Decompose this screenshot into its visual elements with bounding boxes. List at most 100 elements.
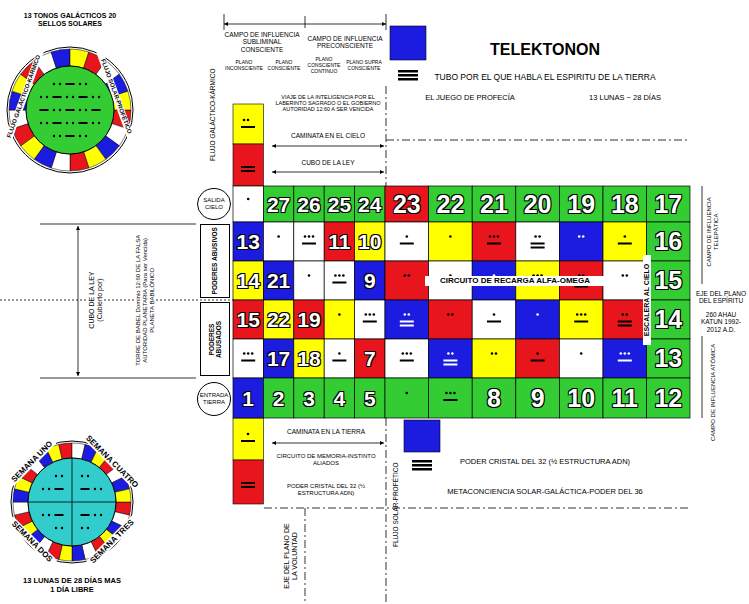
glyph-bar xyxy=(618,321,632,323)
day-number: 16 xyxy=(647,229,690,254)
axis-line xyxy=(386,418,387,604)
glyph-bar xyxy=(66,135,75,137)
day-number: 1 xyxy=(233,388,263,409)
grid-cell xyxy=(324,222,354,261)
annotation-label: CAMPO DE INFLUENCIA PRECONSCIENTE xyxy=(304,35,386,50)
glyph-dot xyxy=(404,313,407,316)
glyph-dot xyxy=(53,135,55,137)
wheel-segment xyxy=(70,152,89,171)
power-box: PODERES ABUSIVOS xyxy=(200,224,230,298)
day-number: 23 xyxy=(385,192,429,217)
grid-cell xyxy=(324,186,354,222)
day-number: 17 xyxy=(647,192,690,217)
glyph-bar xyxy=(531,247,545,249)
glyph-dot xyxy=(247,119,250,122)
glyph-dot xyxy=(66,122,68,124)
glyph-dot xyxy=(312,235,315,238)
grid-cell xyxy=(233,339,263,378)
day-number: 26 xyxy=(294,194,324,215)
annotation-label: CUBO DE LA LEY (Cubierto por) xyxy=(88,255,104,345)
glyph-dot xyxy=(451,352,454,355)
glyph-dot xyxy=(94,514,96,516)
grid-cell xyxy=(472,378,516,418)
glyph-dot xyxy=(338,352,341,355)
wheel-segment xyxy=(115,489,131,502)
annotation-label: CAMINATA EN LA TIERRA xyxy=(272,428,380,435)
annotation-label: ESCALERA AL CIELO xyxy=(643,255,651,345)
dimension-line xyxy=(272,146,384,147)
glyph-dot xyxy=(404,274,407,277)
glyph-dot xyxy=(624,235,627,238)
annotation-label: PLANO CONSCIENTE CONTINUO xyxy=(304,57,344,74)
grid-cell xyxy=(233,222,263,261)
glyph-bar xyxy=(241,482,255,484)
bracket-line xyxy=(40,224,196,225)
node-text: PODERES ABUSIVOS xyxy=(211,227,218,295)
glyph-dot xyxy=(408,313,411,316)
annotation-label: CIRCUITO DE MEMORIA-INSTINTO ALIADOS xyxy=(272,453,380,467)
node-text: PODERES ABUSADOS xyxy=(208,305,223,373)
day-number: 10 xyxy=(559,386,603,411)
annotation-label: PLANO INCONSCIENTE xyxy=(224,60,264,72)
gate-oval: ENTRADA TIERRA xyxy=(197,382,231,416)
annotation-label: FLUJO SOLAR-PROFÉTICO xyxy=(392,455,399,555)
grid-cell xyxy=(647,378,690,418)
glyph-bar xyxy=(79,96,88,98)
glyph-bar xyxy=(53,122,62,124)
annotation-label: PLANO CONSCIENTE xyxy=(264,60,304,72)
glyph-dot xyxy=(79,83,81,85)
glyph-dot xyxy=(59,135,61,137)
glyph-dot xyxy=(493,313,496,316)
glyph-bar xyxy=(531,243,545,245)
annotation-label: TORRE DE BABEL Dominio 12:60 DE LA FALSA… xyxy=(135,230,156,370)
annotation-label: 13 LUNAS ~ 28 DÍAS xyxy=(570,94,680,103)
glyph-dot xyxy=(81,475,83,477)
grid-cell xyxy=(233,261,263,300)
glyph-dot xyxy=(98,122,100,124)
grid-cell xyxy=(355,222,385,261)
glyph-bar xyxy=(398,74,418,77)
glyph-dot xyxy=(98,96,100,98)
glyph-bar xyxy=(443,364,457,366)
glyph-dot xyxy=(243,119,246,122)
annotation-label: CAMPO DE INFLUENCIA SUBLIMINAL CONSCIENT… xyxy=(221,31,303,53)
glyph-dot xyxy=(580,352,583,355)
annotation-label: FLUJO GALÁCTICO-KÁRMICO xyxy=(209,50,216,180)
glyph-dot xyxy=(46,122,48,124)
glyph-dot xyxy=(42,488,44,490)
glyph-dot xyxy=(72,96,74,98)
glyph-dot xyxy=(580,313,583,316)
glyph-dot xyxy=(61,475,63,477)
glyph-dot xyxy=(365,313,368,316)
calendar-wheel: 13 TONOS GALÁCTICOS 20 SELLOS SOLARESFLU… xyxy=(6,46,134,174)
glyph-dot xyxy=(79,135,81,137)
glyph-bar xyxy=(79,122,88,124)
glyph-dot xyxy=(538,235,541,238)
glyph-bar xyxy=(241,360,255,362)
glyph-dot xyxy=(410,352,413,355)
day-number: 4 xyxy=(324,388,354,409)
tick xyxy=(305,16,306,28)
grid-cell xyxy=(603,222,647,261)
axis-line xyxy=(386,140,690,141)
glyph-dot xyxy=(94,488,96,490)
glyph-dot xyxy=(497,235,500,238)
annotation-label: TUBO POR EL QUE HABLA EL ESPIRITU DE LA … xyxy=(410,73,680,83)
day-number: 3 xyxy=(294,388,324,409)
day-number: 22 xyxy=(429,192,473,217)
grid-cell xyxy=(472,222,516,261)
day-number: 21 xyxy=(263,270,293,291)
wheel-segment xyxy=(13,502,29,515)
glyph-bar xyxy=(412,460,432,463)
day-number: 9 xyxy=(516,386,560,411)
node-text: 13 TONOS GALÁCTICOS 20 SELLOS SOLARES xyxy=(18,12,122,28)
glyph-bar xyxy=(400,325,414,327)
glyph-dot xyxy=(495,352,498,355)
day-number: 14 xyxy=(233,270,263,291)
day-number: 2 xyxy=(263,388,293,409)
grid-cell xyxy=(559,339,603,378)
grid-cell xyxy=(429,300,473,339)
day-number: 13 xyxy=(233,231,263,252)
wheel-segment xyxy=(72,545,85,561)
grid-cell xyxy=(263,261,293,300)
